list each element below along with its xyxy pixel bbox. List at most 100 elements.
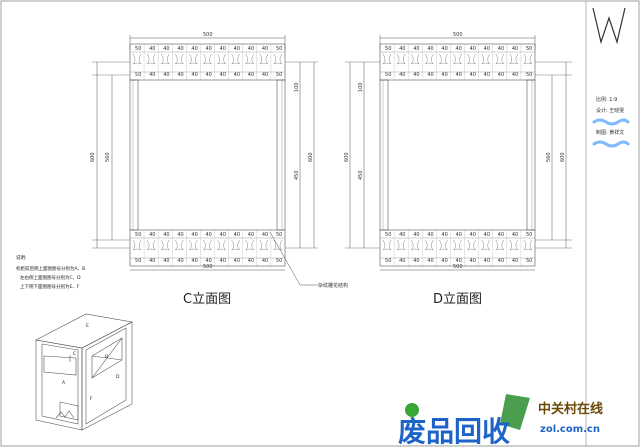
segment-dim: 40 xyxy=(413,72,419,78)
carved-pattern-row: 5050404040404040404040404040404040404040… xyxy=(129,44,285,80)
segment-dim: 40 xyxy=(484,72,490,78)
segment-dim: 40 xyxy=(149,258,155,264)
carved-motif xyxy=(411,53,420,65)
segment-dim: 40 xyxy=(220,232,226,238)
segment-dim: 40 xyxy=(441,72,447,78)
segment-dim: 40 xyxy=(177,258,183,264)
segment-dim: 40 xyxy=(177,232,183,238)
segment-dim: 40 xyxy=(498,258,504,264)
segment-dim: 40 xyxy=(441,232,447,238)
carved-motif xyxy=(231,239,240,251)
designer-label: 设计: 王晓雯 xyxy=(596,107,624,114)
iso-label-c: C xyxy=(73,351,76,357)
zol-logo-icon xyxy=(500,394,530,430)
carved-motif xyxy=(481,53,490,65)
segment-dim: 40 xyxy=(177,72,183,78)
segment-dim: 50 xyxy=(526,46,532,52)
segment-dim: 50 xyxy=(385,258,391,264)
carved-motif xyxy=(259,53,269,65)
view-d-title: D立面图 xyxy=(433,292,482,307)
segment-dim: 40 xyxy=(206,258,212,264)
segment-dim: 40 xyxy=(399,258,405,264)
segment-dim: 50 xyxy=(135,46,141,52)
carved-motif xyxy=(175,239,184,251)
segment-dim: 40 xyxy=(441,46,447,52)
carved-motif xyxy=(453,53,462,65)
carved-motif xyxy=(161,239,170,251)
segment-dim: 50 xyxy=(526,232,532,238)
segment-dim: 50 xyxy=(526,258,532,264)
segment-dim: 40 xyxy=(427,72,433,78)
segment-dim: 40 xyxy=(262,258,268,264)
carved-motif xyxy=(467,239,476,251)
carved-motif xyxy=(189,53,198,65)
segment-dim: 50 xyxy=(276,46,282,52)
segment-dim: 40 xyxy=(512,72,518,78)
notes-title: 说明: xyxy=(16,254,27,261)
dim-top-d: 500 xyxy=(453,32,463,38)
segment-dim: 50 xyxy=(276,232,282,238)
carved-pattern-row: 5050404040404040404040404040404040404040… xyxy=(129,230,285,266)
segment-dim: 40 xyxy=(512,46,518,52)
segment-dim: 40 xyxy=(220,46,226,52)
segment-dim: 40 xyxy=(191,258,197,264)
iso-label-f: F xyxy=(90,396,93,402)
carved-motif xyxy=(245,239,254,251)
segment-dim: 40 xyxy=(399,72,405,78)
segment-dim: 40 xyxy=(456,232,462,238)
carved-motif xyxy=(259,239,269,251)
elevation-d: 500 50 50 40 40 40 40 40 40 40 40 40 40 40 40 40 40 40 40… xyxy=(344,32,572,307)
segment-dim: 40 xyxy=(427,46,433,52)
carved-motif xyxy=(217,239,226,251)
iso-label-e: E xyxy=(86,323,89,329)
dim-bottom-d: 500 xyxy=(453,264,463,270)
carved-motif xyxy=(523,53,533,65)
segment-dim: 40 xyxy=(262,72,268,78)
carved-motif xyxy=(146,239,156,251)
dim-small-d: 100 xyxy=(358,82,364,92)
carved-motif xyxy=(439,53,448,65)
watermark: 中关村在线 废品回收 zol.com.cn xyxy=(398,394,603,447)
carved-motif xyxy=(425,53,434,65)
carved-motif xyxy=(382,53,392,65)
carved-motif xyxy=(481,239,490,251)
dim-outer-height: 600 xyxy=(90,152,96,162)
carved-motif xyxy=(453,239,462,251)
segment-dim: 40 xyxy=(470,46,476,52)
segment-dim: 50 xyxy=(385,72,391,78)
segment-dim: 40 xyxy=(206,72,212,78)
carved-motif xyxy=(439,239,448,251)
carved-motif xyxy=(175,53,184,65)
segment-dim: 40 xyxy=(149,46,155,52)
segment-dim: 40 xyxy=(248,258,254,264)
scale-label: 比例: 1:9 xyxy=(596,96,617,103)
drafter-label: 制图: 黄祥文 xyxy=(596,129,624,136)
segment-dim: 40 xyxy=(262,46,268,52)
segment-dim: 40 xyxy=(413,46,419,52)
segment-dim: 40 xyxy=(484,258,490,264)
segment-dim: 40 xyxy=(498,72,504,78)
segment-dim: 40 xyxy=(177,46,183,52)
segment-dim: 40 xyxy=(248,72,254,78)
carved-motif xyxy=(273,239,283,251)
segment-dim: 40 xyxy=(484,232,490,238)
isometric-view xyxy=(35,313,133,431)
callout-label: 杂纹雕花结构 xyxy=(318,282,348,289)
segment-dim: 40 xyxy=(470,232,476,238)
carved-motif xyxy=(523,239,533,251)
elevation-c: 500 505040404040404040404040404040404040… xyxy=(90,32,348,307)
segment-dim: 40 xyxy=(413,258,419,264)
segment-dim: 40 xyxy=(470,258,476,264)
signature-scribble xyxy=(592,118,630,126)
iso-label-d: D xyxy=(116,374,120,380)
notes-block: 说明: 机柜前后侧上面图图号分别为A、B 左右侧上面图图号分别为C、D 上下侧下… xyxy=(16,254,85,290)
segment-dim: 40 xyxy=(413,232,419,238)
note-line-1: 机柜前后侧上面图图号分别为A、B xyxy=(16,265,85,272)
segment-dim: 40 xyxy=(248,46,254,52)
carved-motif xyxy=(273,53,283,65)
carved-motif xyxy=(217,53,226,65)
dim-outer-height-r: 600 xyxy=(308,152,314,162)
carved-motif xyxy=(203,53,212,65)
